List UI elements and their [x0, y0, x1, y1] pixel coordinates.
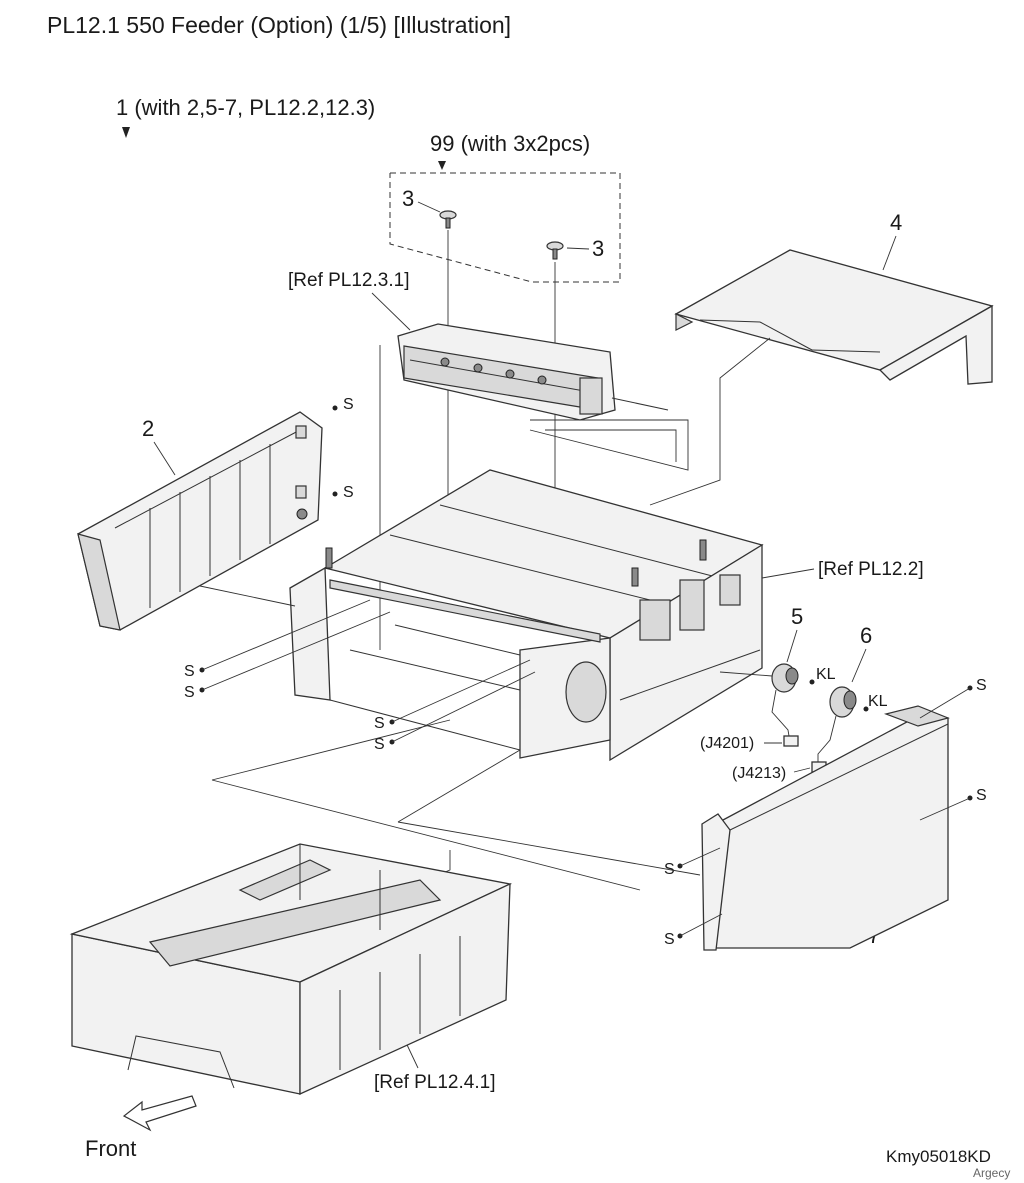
s-label: S — [976, 677, 987, 694]
s-label: S — [343, 396, 354, 413]
s-label: S — [374, 715, 385, 732]
s-label: S — [184, 663, 195, 680]
screw-3-a — [439, 210, 457, 229]
callout-6: 6 — [860, 623, 872, 648]
pickup-assembly — [397, 323, 669, 421]
left-cover-2 — [77, 411, 323, 631]
ref-pl12-2: [Ref PL12.2] — [818, 559, 924, 580]
feeder-frame — [289, 469, 764, 762]
callout-4: 4 — [890, 210, 902, 235]
paper-tray — [69, 843, 513, 1096]
callout-1: 1 (with 2,5-7, PL12.2,12.3) — [116, 95, 375, 120]
kl-label-1: KL — [816, 666, 836, 683]
kl-label-2: KL — [868, 693, 888, 710]
screw-3-b — [546, 241, 564, 260]
connector-j4213: (J4213) — [732, 765, 786, 782]
callout-3b: 3 — [592, 236, 604, 261]
top-cover-4 — [674, 249, 994, 385]
s-label: S — [374, 736, 385, 753]
callout-1-arrow — [122, 127, 130, 138]
callout-5: 5 — [791, 604, 803, 629]
s-label: S — [184, 684, 195, 701]
clutch-6 — [829, 686, 857, 718]
front-direction-arrow — [122, 1095, 197, 1132]
callout-3a: 3 — [402, 186, 414, 211]
s-label: S — [976, 787, 987, 804]
ref-pl12-3-1: [Ref PL12.3.1] — [288, 270, 409, 291]
callout-99: 99 (with 3x2pcs) — [430, 131, 590, 156]
callout-2: 2 — [142, 416, 154, 441]
front-label: Front — [85, 1136, 136, 1161]
right-cover-7 — [701, 705, 950, 951]
set-99-boundary — [389, 172, 621, 283]
connector-j4201: (J4201) — [700, 735, 754, 752]
ref-pl12-4-1: [Ref PL12.4.1] — [374, 1072, 495, 1093]
page-title: PL12.1 550 Feeder (Option) (1/5) [Illust… — [47, 12, 512, 38]
s-label: S — [343, 484, 354, 501]
watermark: Argecy — [973, 1166, 1011, 1180]
clutch-5 — [771, 663, 799, 693]
callout-99-arrow — [438, 161, 446, 170]
s-label: S — [664, 931, 675, 948]
diagram-code: Kmy05018KD — [886, 1147, 991, 1166]
